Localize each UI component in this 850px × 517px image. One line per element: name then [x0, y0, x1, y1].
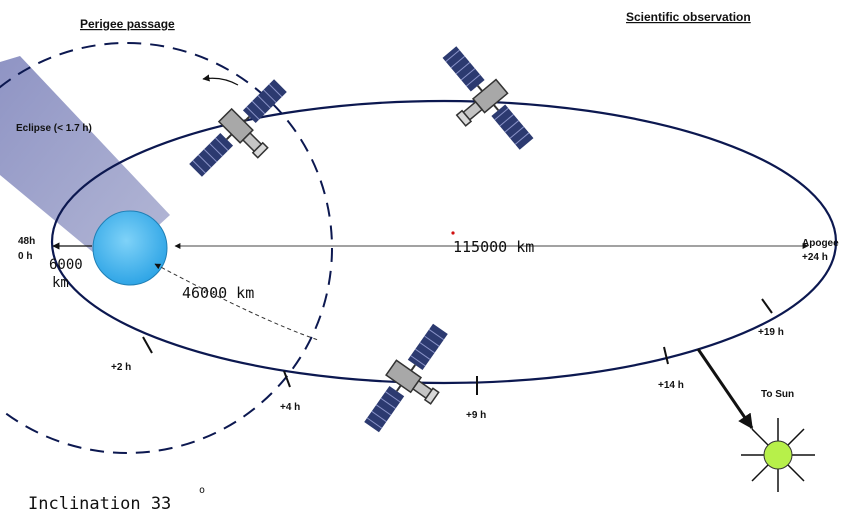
- orbit-ellipse: [50, 99, 838, 385]
- tick-4h: [283, 370, 291, 388]
- perigee-heading: Perigee passage: [80, 17, 175, 31]
- science-heading: Scientific observation: [626, 10, 751, 24]
- time-label-19h: +19 h: [758, 327, 784, 338]
- tick-19h: [761, 298, 773, 314]
- earth-icon: [92, 210, 168, 286]
- label-48h: 48h: [18, 236, 35, 247]
- time-label-14h: +14 h: [658, 380, 684, 391]
- apogee-label: Apogee: [802, 238, 839, 249]
- tick-2h: [142, 336, 153, 354]
- tick-14h: [663, 346, 669, 365]
- perigee-altitude-unit: km: [52, 275, 69, 291]
- inclination-label: Inclination 33: [28, 494, 171, 514]
- apogee-distance-label: 115000 km: [453, 238, 534, 256]
- motion-arrow: [202, 74, 239, 86]
- time-label-9h: +9 h: [466, 410, 486, 421]
- time-label-4h: +4 h: [280, 402, 300, 413]
- inclination-degree: o: [199, 485, 205, 496]
- radius-label: 46000 km: [182, 284, 254, 302]
- to-sun-label: To Sun: [761, 389, 794, 400]
- satellite-icon: [181, 71, 307, 197]
- time-label-2h: +2 h: [111, 362, 131, 373]
- eclipse-label: Eclipse (< 1.7 h): [16, 123, 92, 134]
- sun-direction-arrow: [696, 348, 754, 430]
- label-0h: 0 h: [18, 251, 32, 262]
- apogee-time-label: +24 h: [802, 252, 828, 263]
- sun-icon: [741, 418, 815, 492]
- ellipse-center-dot: [451, 231, 455, 235]
- perigee-altitude-value: 6000: [49, 257, 83, 273]
- radius-arrow: [154, 263, 319, 341]
